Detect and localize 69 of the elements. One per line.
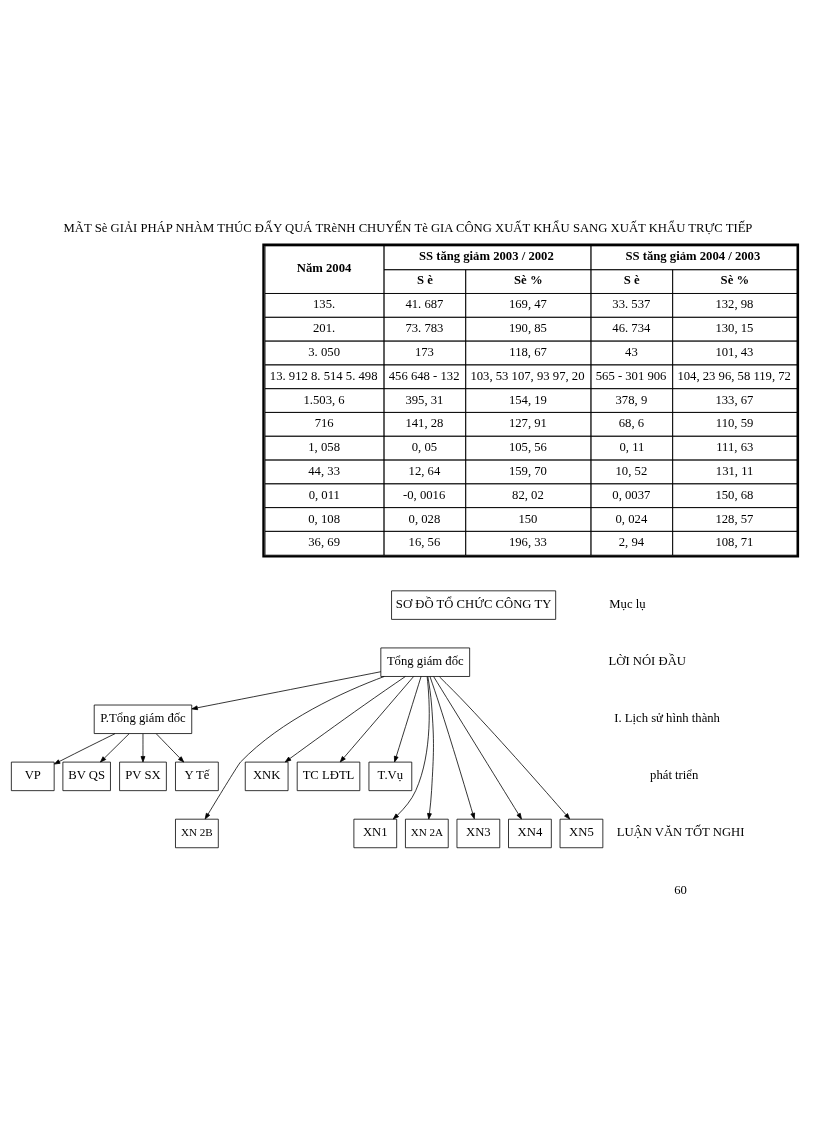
label: 68, 6: [618, 416, 645, 431]
label: I. Lịch sử hình thành: [614, 711, 720, 726]
label: 10, 52: [615, 463, 648, 478]
label: 201.: [313, 321, 336, 336]
label: 43: [625, 344, 638, 359]
label: 36, 69: [308, 535, 340, 550]
label: S è: [623, 272, 640, 287]
label: Sè %: [720, 272, 750, 287]
label: 141, 28: [405, 416, 444, 431]
label: LỜI NÓI ĐẦU: [608, 654, 686, 669]
label: 456 648 - 132: [388, 368, 460, 383]
label: -0, 0016: [403, 487, 446, 502]
label: 82, 02: [512, 487, 544, 502]
label: 2, 94: [618, 535, 645, 550]
label: 0, 011: [308, 487, 340, 502]
label: 44, 33: [308, 463, 340, 478]
label: 41. 687: [405, 297, 444, 312]
label: 154, 19: [508, 392, 547, 407]
label: 0, 05: [411, 440, 438, 455]
label: 16, 56: [408, 535, 441, 550]
label: 565 - 301 906: [595, 368, 667, 383]
label: phát triển: [650, 768, 699, 783]
label: 104, 23 96, 58 119, 72: [677, 368, 791, 383]
diagram-title: MÃT Sè GIẢI PHÁP NHÀM THÚC ĐẨY QUÁ TRèNH CHUYỂN Tè GIA CÔNG XUẤT KHẨU SANG XUẤT KHẨU TRỰC TIẾP: [63, 220, 753, 235]
label: 130, 15: [715, 321, 754, 336]
label: 60: [674, 882, 687, 897]
label: 103, 53 107, 93 97, 20: [470, 368, 585, 383]
label: 716: [314, 416, 334, 431]
label: 118, 67: [509, 344, 547, 359]
label: 108, 71: [715, 535, 754, 550]
label: 46. 734: [612, 321, 651, 336]
label: 128, 57: [715, 511, 754, 526]
label: 110, 59: [715, 416, 754, 431]
label: 135.: [313, 297, 336, 312]
label: 378, 9: [615, 392, 648, 407]
label: 0, 11: [619, 440, 645, 455]
label: 169, 47: [508, 297, 547, 312]
label: 3. 050: [308, 344, 340, 359]
label: 73. 783: [405, 321, 444, 336]
label: 0, 0037: [612, 487, 651, 502]
label: Sè %: [514, 272, 543, 287]
label: 150: [518, 511, 538, 526]
label: 127, 91: [508, 416, 547, 431]
label: 101, 43: [715, 344, 754, 359]
label: 133, 67: [715, 392, 754, 407]
label: 196, 33: [508, 535, 547, 550]
label: LUẬN VĂN TỐT NGHI: [616, 825, 745, 840]
label: 33. 537: [612, 297, 651, 312]
label: 0, 028: [408, 511, 441, 526]
label: 190, 85: [508, 321, 547, 336]
label: 0, 024: [615, 511, 648, 526]
label: 159, 70: [508, 463, 547, 478]
label: 1, 058: [308, 440, 340, 455]
label: 13. 912 8. 514 5. 498: [269, 368, 378, 383]
label: 132, 98: [715, 297, 754, 312]
label: 150, 68: [715, 487, 754, 502]
label: 395, 31: [405, 392, 444, 407]
label: 0, 108: [308, 511, 340, 526]
label: 1.503, 6: [303, 392, 345, 407]
label: 111, 63: [716, 440, 754, 455]
label: 105, 56: [508, 440, 547, 455]
label: 131, 11: [715, 463, 754, 478]
label: SS tăng giảm 2004 / 2003: [625, 249, 761, 264]
label: S è: [416, 272, 433, 287]
label: Mục lụ: [609, 597, 646, 612]
label: SS tăng giảm 2003 / 2002: [418, 249, 554, 264]
label: 173: [414, 344, 434, 359]
label: 12, 64: [408, 463, 441, 478]
label: Năm 2004: [296, 260, 352, 275]
